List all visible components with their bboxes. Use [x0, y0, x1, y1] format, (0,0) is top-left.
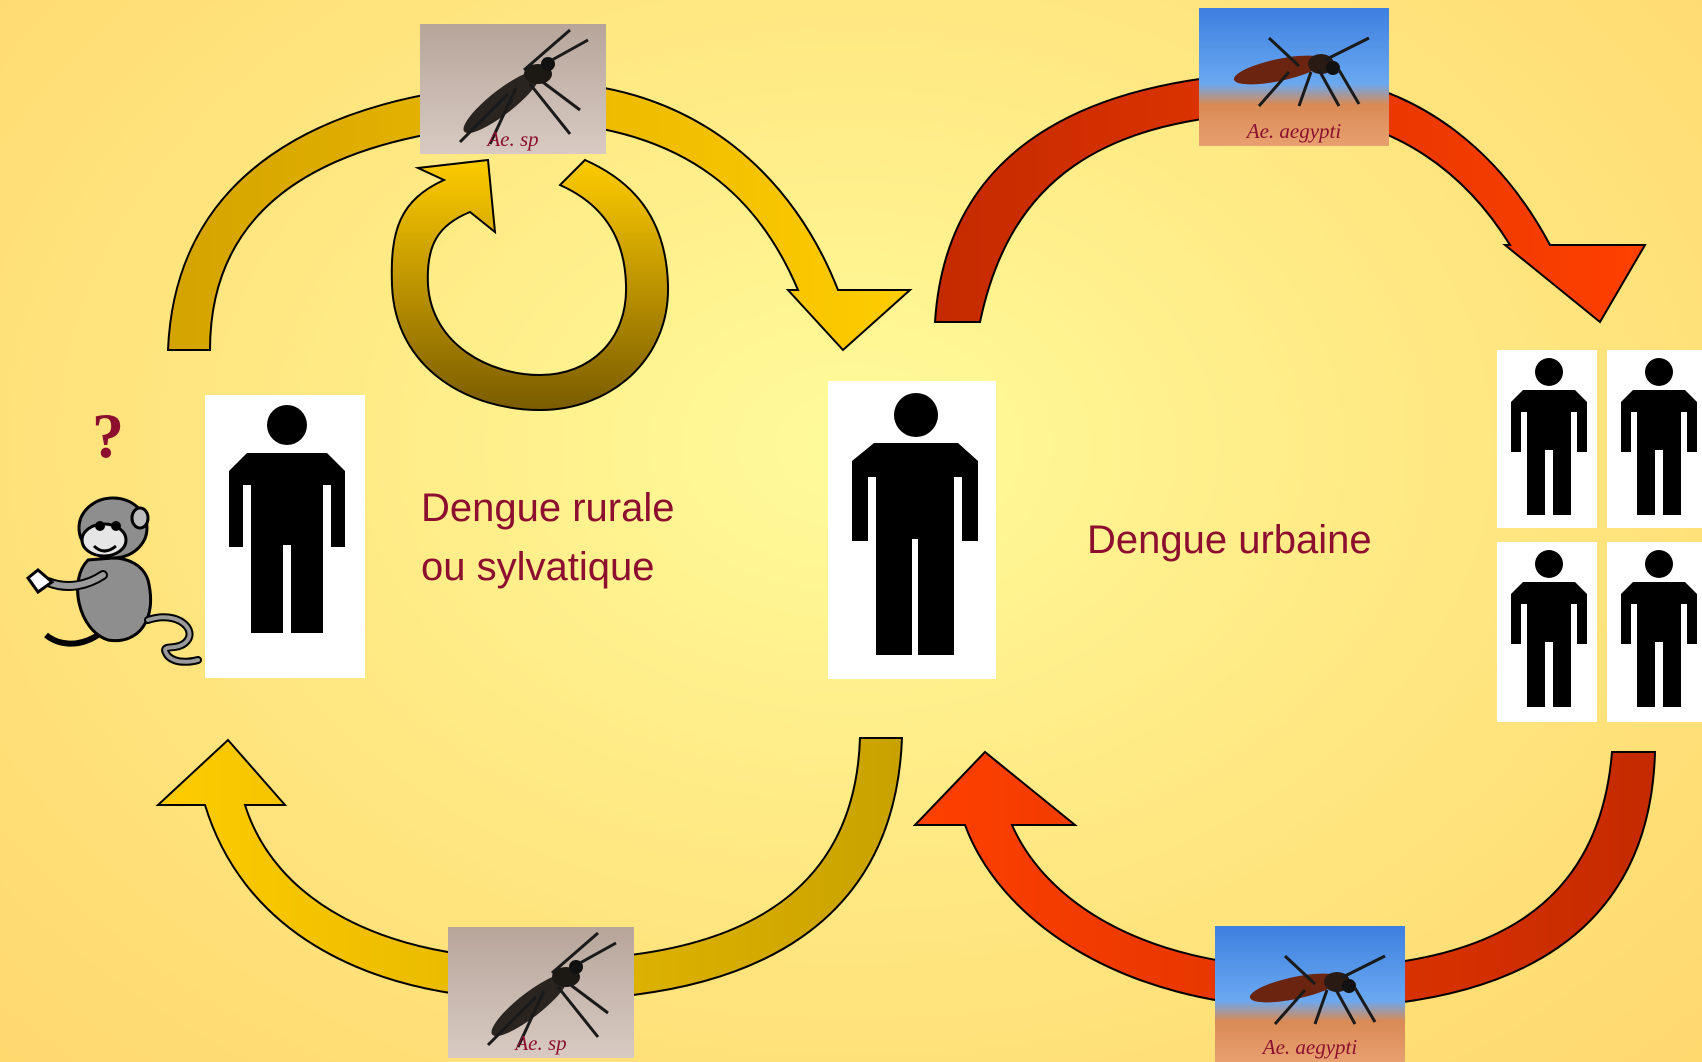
urban-vector-caption-bottom: Ae. aegypti — [1215, 1035, 1405, 1060]
urban-mosquito-photo-bottom: Ae. aegypti — [1215, 926, 1405, 1062]
question-mark: ? — [92, 404, 124, 468]
person-silhouette-icon — [1497, 542, 1597, 722]
sylvatic-mosquito-photo-top: Ae. sp — [420, 24, 606, 154]
rural-human-card — [205, 395, 365, 678]
person-silhouette-icon — [205, 395, 365, 678]
monkey-icon — [8, 470, 208, 670]
person-silhouette-icon — [1607, 542, 1702, 722]
sylvatic-mosquito-photo-bottom: Ae. sp — [448, 927, 634, 1058]
person-silhouette-icon — [1607, 350, 1702, 528]
urban-mosquito-photo-top: Ae. aegypti — [1199, 8, 1389, 146]
rural-dengue-label-line1: Dengue rurale — [421, 484, 675, 532]
urban-dengue-label: Dengue urbaine — [1087, 516, 1372, 564]
sylvatic-vector-caption-bottom: Ae. sp — [448, 1031, 634, 1056]
sylvatic-loop-arrow — [392, 160, 668, 410]
community-human-card — [1497, 350, 1597, 528]
rural-dengue-label-line2: ou sylvatique — [421, 543, 654, 591]
person-silhouette-icon — [1497, 350, 1597, 528]
urban-vector-caption-top: Ae. aegypti — [1199, 119, 1389, 144]
community-human-card — [1607, 542, 1702, 722]
sylvatic-vector-caption-top: Ae. sp — [420, 127, 606, 152]
community-human-card — [1497, 542, 1597, 722]
community-human-card — [1607, 350, 1702, 528]
central-human-card — [828, 381, 996, 679]
person-silhouette-icon — [828, 381, 996, 679]
